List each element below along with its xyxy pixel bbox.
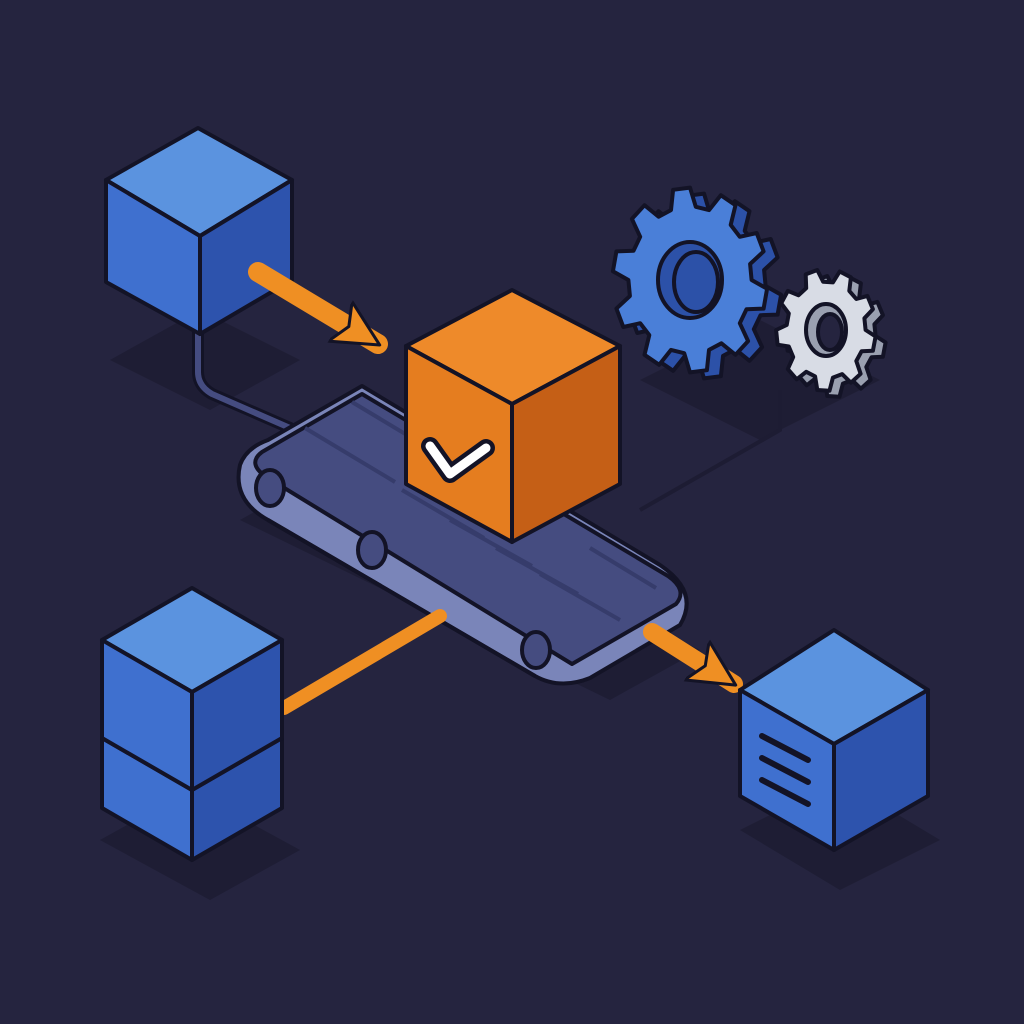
connector-bottom-left [277,609,447,715]
input-cube-stack-bottom-left [100,586,284,862]
gear-large-icon [610,185,784,381]
output-cube [738,628,930,852]
conveyor-belt-icon [236,384,689,686]
connector-gears [639,390,782,512]
arrow-out-of-belt [643,623,743,693]
arrow-into-belt [248,262,388,354]
gear-small-icon [774,268,888,399]
document-lines-icon [759,733,811,807]
input-cube-top-left [104,126,294,336]
processed-cube [404,288,622,544]
